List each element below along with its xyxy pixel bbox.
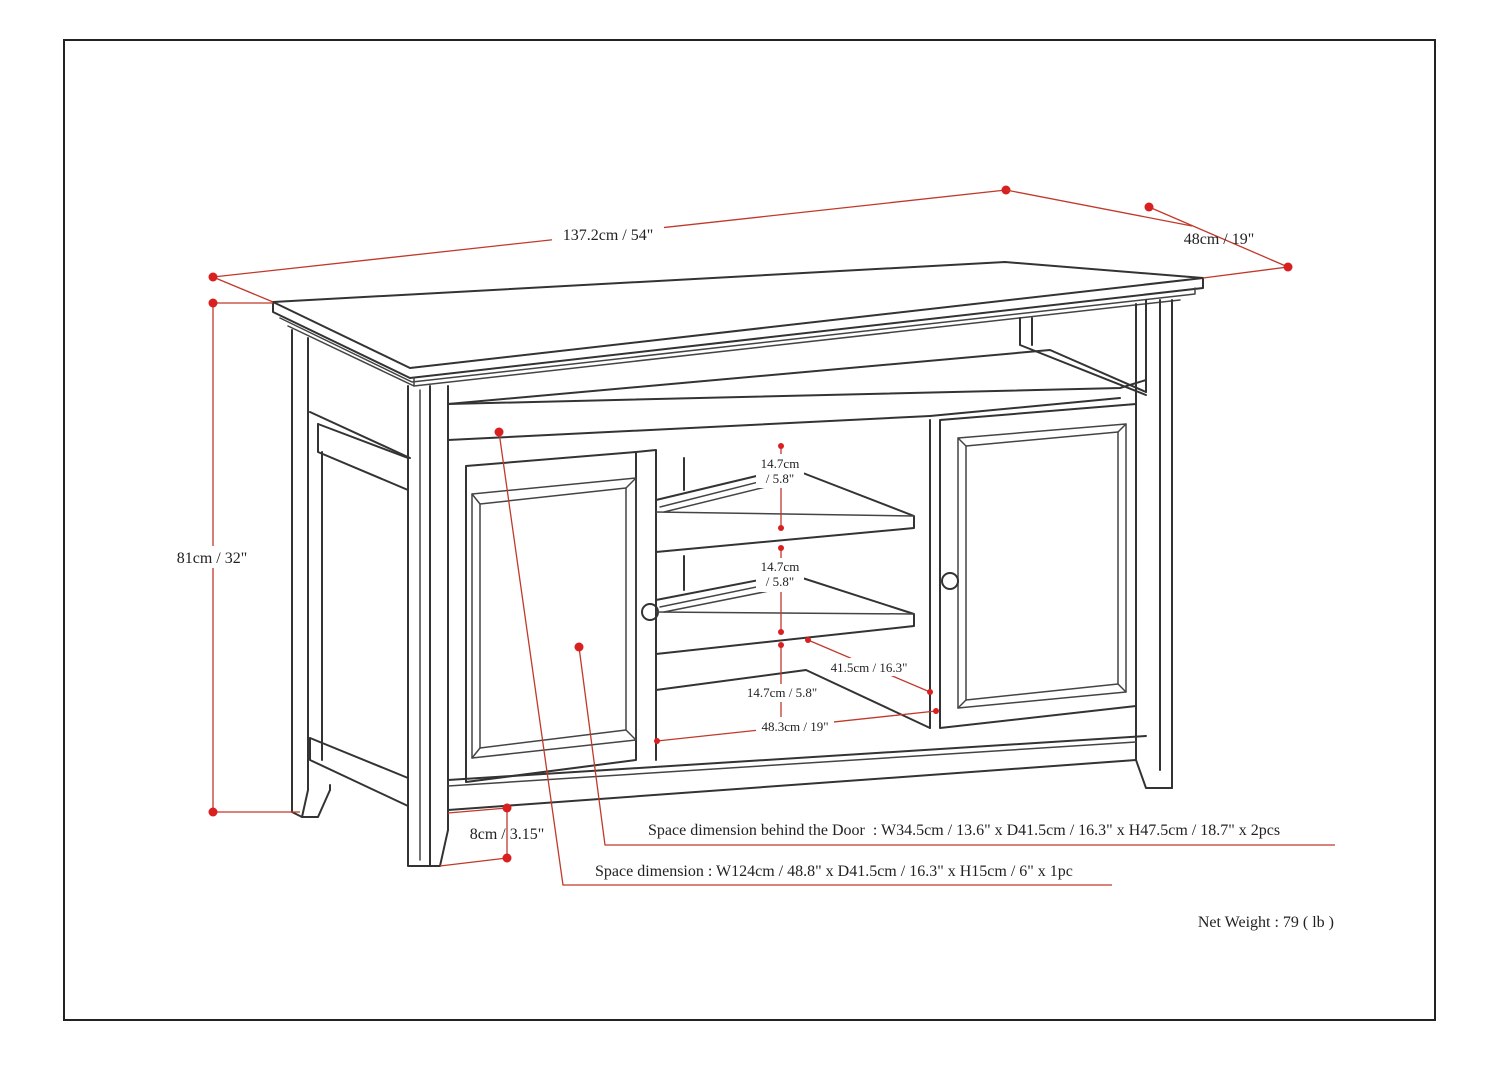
left-side-panel bbox=[291, 329, 411, 818]
shelf-gap-mid-label-line1: 14.7cm bbox=[761, 559, 800, 574]
leg-clearance-dot bbox=[502, 803, 512, 813]
leg-clearance-dot bbox=[502, 853, 512, 863]
net-weight-label: Net Weight : 79 ( lb ) bbox=[1198, 914, 1334, 931]
shelf-gap-bottom-label: 14.7cm / 5.8" bbox=[747, 685, 817, 700]
tv-stand-drawing bbox=[272, 261, 1204, 867]
shelf-gap-top-label-line1: 14.7cm bbox=[761, 456, 800, 471]
depth-label: 48cm / 19" bbox=[1184, 231, 1255, 248]
right-door-knob bbox=[941, 572, 959, 590]
open-space-leader-dot bbox=[494, 427, 504, 437]
depth-endpoint-dot bbox=[1283, 262, 1293, 272]
behind-door-leader-dot bbox=[574, 642, 584, 652]
shelf-width-label: 48.3cm / 19" bbox=[761, 719, 828, 734]
back-posts bbox=[1019, 317, 1147, 396]
height-label: 81cm / 32" bbox=[177, 550, 248, 567]
open-space-annotation: Space dimension : W124cm / 48.8" x D41.5… bbox=[595, 863, 1073, 880]
leg-clearance-label: 8cm / 3.15" bbox=[470, 826, 545, 843]
right-side-panel bbox=[1135, 299, 1173, 789]
height-endpoint-dot bbox=[208, 807, 218, 817]
width-label: 137.2cm / 54" bbox=[563, 227, 654, 244]
front-apron bbox=[447, 379, 1147, 405]
shelf-gap-top-label-line2: / 5.8" bbox=[766, 471, 794, 486]
right-door bbox=[939, 403, 1137, 729]
front-left-leg bbox=[407, 385, 449, 867]
height-endpoint-dot bbox=[208, 298, 218, 308]
tabletop-front-edge bbox=[272, 277, 1204, 379]
bottom-rail bbox=[447, 735, 1147, 781]
center-shelving bbox=[635, 419, 931, 761]
shelf-gap-mid-label-line2: / 5.8" bbox=[766, 574, 794, 589]
diagram-border bbox=[63, 39, 1436, 1021]
dimension-labels: 137.2cm / 54" 48cm / 19" 81cm / 32" 8cm … bbox=[170, 222, 1334, 931]
tabletop-molding-lower bbox=[287, 299, 1181, 387]
shelf-depth-label: 41.5cm / 16.3" bbox=[831, 660, 908, 675]
left-door bbox=[465, 451, 659, 783]
tabletop-molding bbox=[279, 287, 1196, 383]
depth-dimension-line bbox=[1005, 189, 1193, 227]
open-space-leader bbox=[498, 431, 1112, 886]
width-endpoint-dot bbox=[208, 272, 218, 282]
dimension-lines bbox=[208, 185, 1335, 886]
behind-door-annotation: Space dimension behind the Door : W34.5c… bbox=[648, 822, 1280, 839]
depth-endpoint-dot bbox=[1144, 202, 1154, 212]
tabletop bbox=[272, 261, 1204, 369]
behind-door-leader bbox=[578, 646, 1335, 846]
